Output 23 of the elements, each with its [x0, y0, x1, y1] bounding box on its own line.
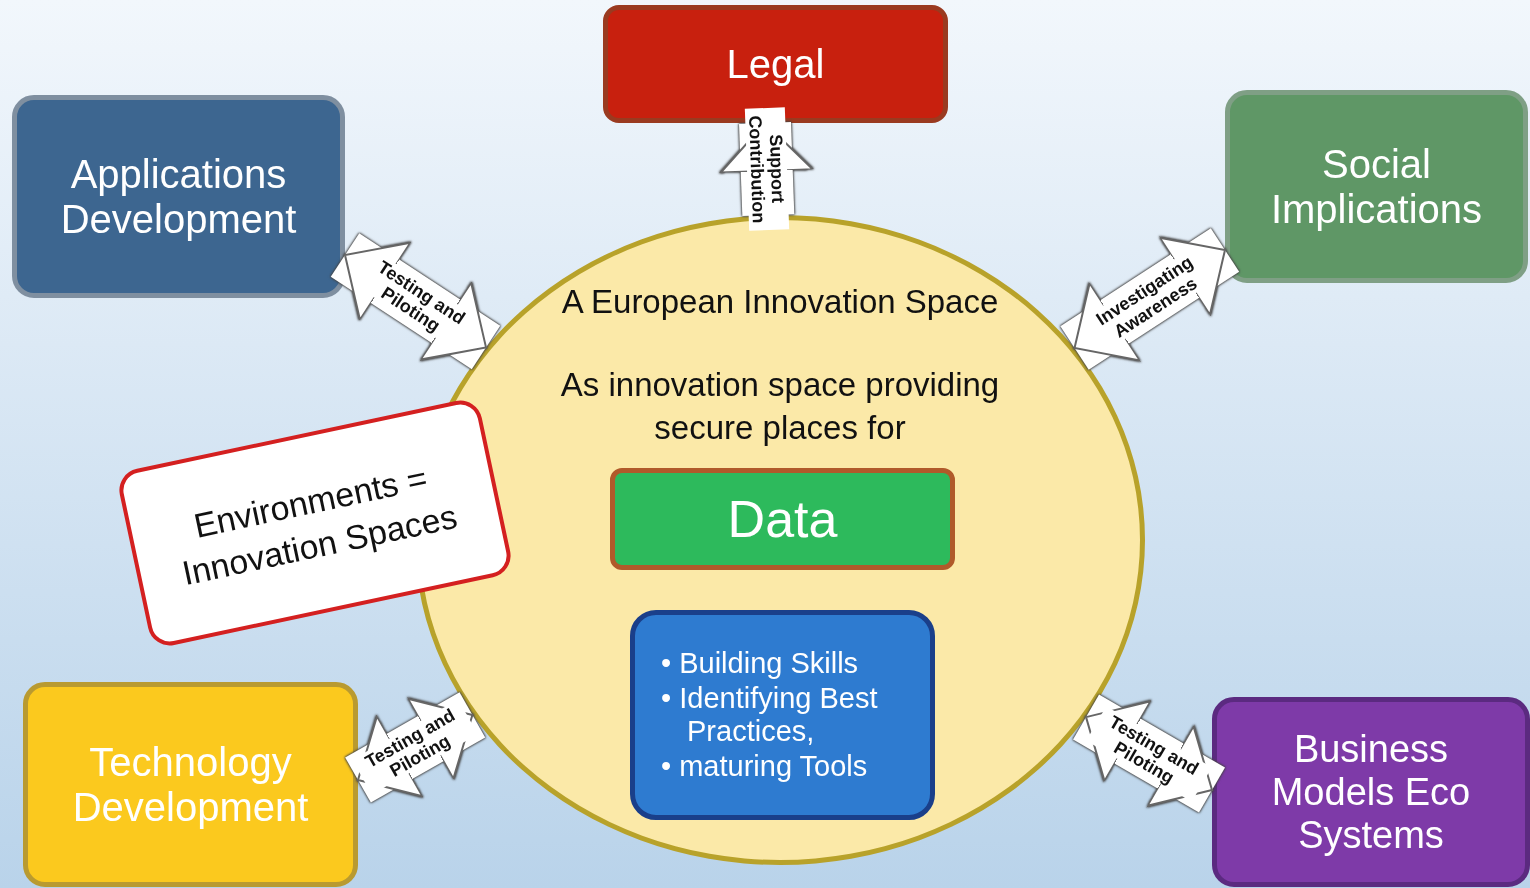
hub-text: As innovation space providing secure places for [559, 365, 1001, 448]
block-arrow [345, 692, 486, 803]
block-arrow [719, 122, 814, 217]
bullet-item: • Building Skills [661, 647, 860, 680]
data-box [610, 468, 955, 570]
category-box [1212, 697, 1530, 887]
node-label: Data [727, 489, 838, 549]
category-box [12, 95, 345, 298]
node-label: Technology Development [71, 739, 310, 830]
node-label: Business Models Eco Systems [1270, 727, 1472, 857]
node-label: Social Implications [1269, 141, 1484, 232]
hub-heading: A European Innovation Space [560, 282, 1000, 322]
block-arrow [1073, 694, 1226, 813]
category-box [23, 682, 358, 887]
block-arrow [330, 233, 501, 370]
bullet-item: • maturing Tools [661, 750, 869, 783]
node-label: Legal [726, 41, 825, 87]
bullet-item: • Identifying Best Practices, [661, 682, 879, 748]
block-arrow [1060, 228, 1240, 370]
activities-box [630, 610, 935, 820]
node-label: Applications Development [59, 151, 298, 242]
category-box [1225, 90, 1528, 283]
edge-label: Support Contribution [744, 107, 789, 231]
